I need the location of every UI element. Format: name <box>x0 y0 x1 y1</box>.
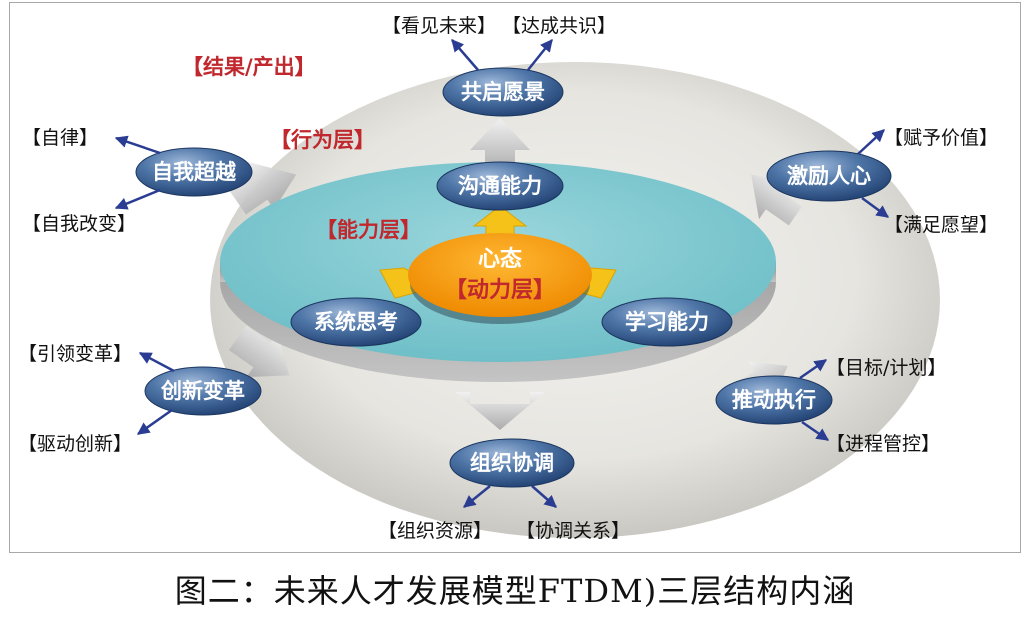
node-execution[interactable]: 推动执行 <box>715 375 833 425</box>
core-subtitle: 【动力层】 <box>445 278 555 303</box>
connector-arrows <box>114 39 890 508</box>
ftdm-diagram: 心态 【动力层】 沟通能力 系统思考 学习能力 共启愿景 激励人心 推动执行 组… <box>18 15 998 542</box>
annotation-goal-plan: 【目标/计划】 <box>826 357 946 379</box>
flow-arrow-bottom <box>455 392 545 430</box>
arrow-to-org-resources <box>463 485 491 508</box>
layer-label-behavior: 【行为层】 <box>270 128 375 152</box>
annotation-consensus: 【达成共识】 <box>502 15 616 37</box>
figure-caption: 图二：未来人才发展模型FTDM)三层结构内涵 <box>174 572 856 610</box>
annotation-see-future: 【看见未来】 <box>382 15 496 37</box>
node-self-transcend[interactable]: 自我超越 <box>135 147 253 197</box>
flow-arrow-upper-right <box>751 174 803 226</box>
node-innovation[interactable]: 创新变革 <box>144 366 262 416</box>
arrow-to-goal-plan <box>799 358 828 380</box>
node-communication[interactable]: 沟通能力 <box>436 161 564 211</box>
annotation-drive-innovation: 【驱动创新】 <box>18 433 132 455</box>
node-coordination-label: 组织协调 <box>470 451 554 475</box>
annotation-self-discipline: 【自律】 <box>22 127 98 149</box>
node-shared-vision[interactable]: 共启愿景 <box>442 67 564 117</box>
annotation-org-resources: 【组织资源】 <box>378 520 492 542</box>
arrow-to-progress-control <box>801 420 830 442</box>
diagram-frame <box>9 2 1021 553</box>
node-learning[interactable]: 学习能力 <box>601 297 733 347</box>
annotation-empower-value: 【赋予价值】 <box>884 127 998 149</box>
node-motivate[interactable]: 激励人心 <box>766 150 892 202</box>
arrow-to-drive-innovation <box>136 408 173 436</box>
node-execution-label: 推动执行 <box>732 388 816 412</box>
node-self-transcend-label: 自我超越 <box>152 160 237 184</box>
arrow-to-self-change <box>114 188 161 210</box>
node-learning-label: 学习能力 <box>625 310 709 334</box>
annotation-lead-change: 【引领变革】 <box>18 343 132 365</box>
arrow-to-empower-value <box>857 129 885 155</box>
annotation-self-change: 【自我改变】 <box>22 213 136 235</box>
flow-arrow-top <box>470 118 530 172</box>
layer-label-outcome: 【结果/产出】 <box>182 55 316 79</box>
annotation-progress-control: 【进程管控】 <box>826 433 940 455</box>
annotation-coord-relations: 【协调关系】 <box>516 520 630 542</box>
arrow-to-see-future <box>451 39 479 71</box>
annotation-fulfill-wish: 【满足愿望】 <box>884 214 998 236</box>
node-systems-thinking[interactable]: 系统思考 <box>290 297 422 347</box>
node-coordination[interactable]: 组织协调 <box>449 438 575 488</box>
arrow-to-consensus <box>527 39 553 71</box>
arrow-to-coord-relations <box>531 485 557 508</box>
arrow-to-self-discipline <box>114 135 161 155</box>
arrow-to-lead-change <box>138 351 175 373</box>
node-shared-vision-label: 共启愿景 <box>461 80 545 104</box>
node-communication-label: 沟通能力 <box>458 174 542 198</box>
layer-label-ability: 【能力层】 <box>316 218 421 242</box>
core-mindset: 心态 【动力层】 <box>408 233 592 324</box>
arrow-to-fulfill-wish <box>861 196 890 219</box>
node-systems-thinking-label: 系统思考 <box>314 310 398 334</box>
core-ellipse <box>408 233 592 317</box>
core-title: 心态 <box>478 246 522 272</box>
node-innovation-label: 创新变革 <box>160 379 245 403</box>
node-motivate-label: 激励人心 <box>787 164 871 188</box>
